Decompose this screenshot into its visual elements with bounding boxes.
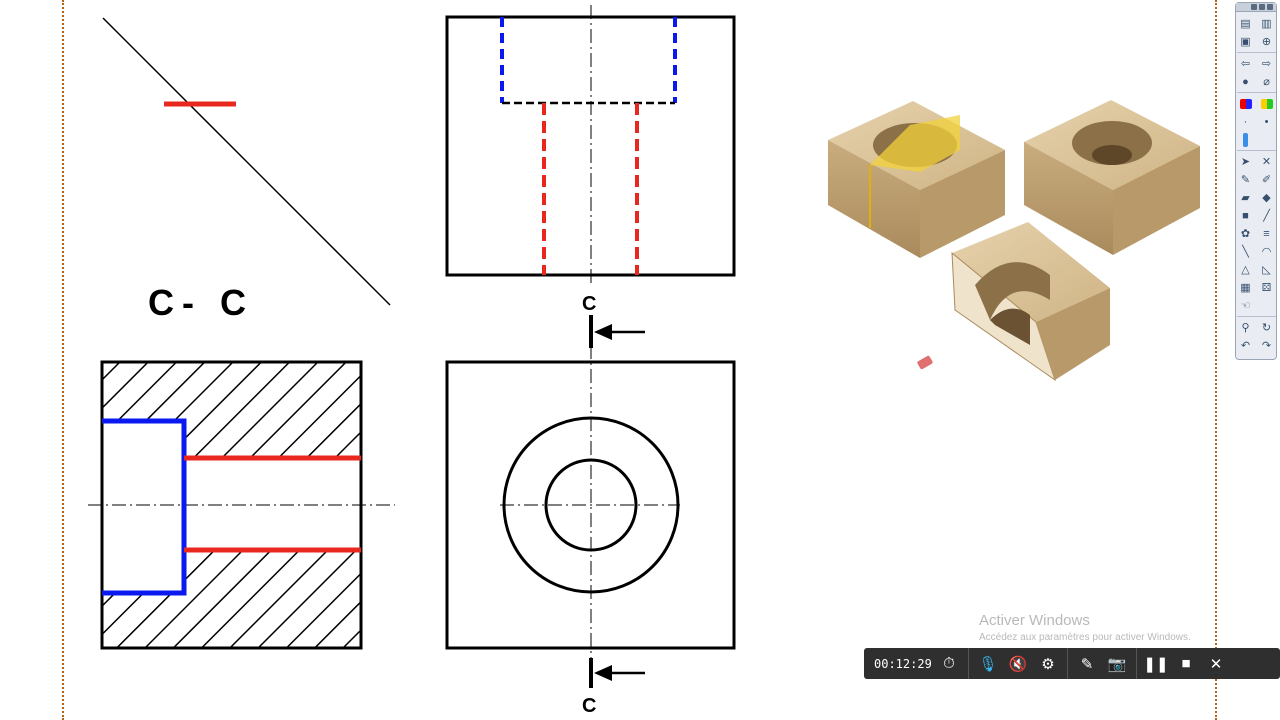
text-icon[interactable]: ≡: [1263, 227, 1270, 240]
left-page-border: [62, 0, 64, 720]
undo-icon[interactable]: ↶: [1240, 340, 1251, 352]
palette-green-icon[interactable]: [1258, 95, 1276, 112]
stop-icon[interactable]: ■: [1181, 655, 1191, 672]
speaker-mute-icon[interactable]: 🔇: [1008, 655, 1028, 673]
pause-icon[interactable]: ❚❚: [1143, 655, 1169, 673]
cutting-plane-top: C: [582, 293, 645, 348]
zoom-icon[interactable]: ⊕: [1261, 36, 1272, 48]
clip-icon[interactable]: ▥: [1261, 18, 1272, 30]
pencil-icon[interactable]: ✎: [1080, 655, 1094, 673]
back-icon[interactable]: ⇦: [1240, 58, 1251, 70]
construction-line: [102, 17, 391, 306]
toolbar-header[interactable]: [1236, 3, 1276, 12]
eraser-icon[interactable]: ▰: [1241, 192, 1250, 204]
gear-icon[interactable]: ⚙: [1041, 655, 1055, 673]
line-width-large-icon[interactable]: •: [1264, 115, 1269, 128]
calculator-icon[interactable]: ▦: [1240, 282, 1251, 294]
front-view: [445, 5, 736, 285]
3d-block-full: [1024, 100, 1200, 255]
redo-icon[interactable]: ↷: [1261, 340, 1272, 352]
stamp-icon[interactable]: ✿: [1240, 228, 1251, 240]
annotation-toolbar: ▤ ▥ ▣ ⊕ ⇦ ⇨ ● ⌀ · • ➤ ✕ ✎ ✐ ▰ ◆ ■ ╱ ✿ ≡ …: [1235, 2, 1277, 360]
palette-red-icon[interactable]: [1237, 95, 1255, 112]
dot-icon[interactable]: ●: [1242, 75, 1249, 88]
camera-icon[interactable]: 📷: [1107, 655, 1127, 673]
set-square-icon[interactable]: ◺: [1262, 264, 1271, 276]
svg-text:C: C: [582, 695, 596, 717]
cursor-icon[interactable]: ➤: [1240, 156, 1251, 168]
protractor-icon[interactable]: ◠: [1261, 246, 1272, 258]
3d-block-half: [951, 222, 1110, 382]
activation-subtitle: Accédez aux paramètres pour activer Wind…: [979, 632, 1191, 643]
hand-icon[interactable]: ☜: [1240, 300, 1251, 312]
image-icon[interactable]: ▣: [1240, 36, 1251, 48]
cutting-plane-bottom: C: [582, 658, 645, 717]
lock-icon[interactable]: ⚲: [1241, 322, 1250, 334]
close-icon[interactable]: ✕: [1209, 655, 1223, 673]
shape-icon[interactable]: ■: [1242, 209, 1249, 222]
line-icon[interactable]: ╱: [1263, 210, 1270, 222]
windows-activation-watermark: Activer Windows Accédez aux paramètres p…: [979, 612, 1191, 643]
activation-title: Activer Windows: [979, 612, 1090, 629]
select-icon[interactable]: ▤: [1240, 18, 1251, 30]
blank-icon: [1258, 131, 1276, 148]
dice-icon[interactable]: ⚄: [1261, 282, 1272, 294]
line-width-icon[interactable]: ·: [1243, 115, 1248, 128]
recording-timer: 00:12:29: [874, 656, 932, 671]
screen-recorder-bar: 00:12:29 ⏱ 🎙 🔇 ⚙ ✎ 📷 ❚❚ ■ ✕: [864, 648, 1280, 679]
tools-icon[interactable]: ✕: [1261, 156, 1272, 168]
refresh-icon[interactable]: ↻: [1261, 322, 1272, 334]
fill-icon[interactable]: ◆: [1262, 192, 1271, 204]
top-view: [445, 345, 736, 660]
color-slider-icon[interactable]: [1237, 131, 1255, 148]
pen-icon[interactable]: ✎: [1240, 174, 1251, 186]
microphone-icon[interactable]: 🎙: [978, 655, 998, 673]
3d-block-cut: [828, 101, 1005, 258]
blank-icon-2: [1258, 297, 1276, 314]
link-icon[interactable]: ⌀: [1263, 76, 1270, 88]
right-page-border: [1215, 0, 1217, 720]
section-label: C- C: [148, 282, 254, 323]
stopwatch-icon[interactable]: ⏱: [943, 655, 955, 672]
marker-icon[interactable]: ✐: [1261, 174, 1272, 186]
ruler-icon[interactable]: ╲: [1242, 246, 1249, 258]
svg-text:C: C: [582, 293, 596, 315]
section-view: [88, 360, 395, 650]
forward-icon[interactable]: ⇨: [1261, 58, 1272, 70]
triangle-icon[interactable]: △: [1241, 264, 1250, 276]
